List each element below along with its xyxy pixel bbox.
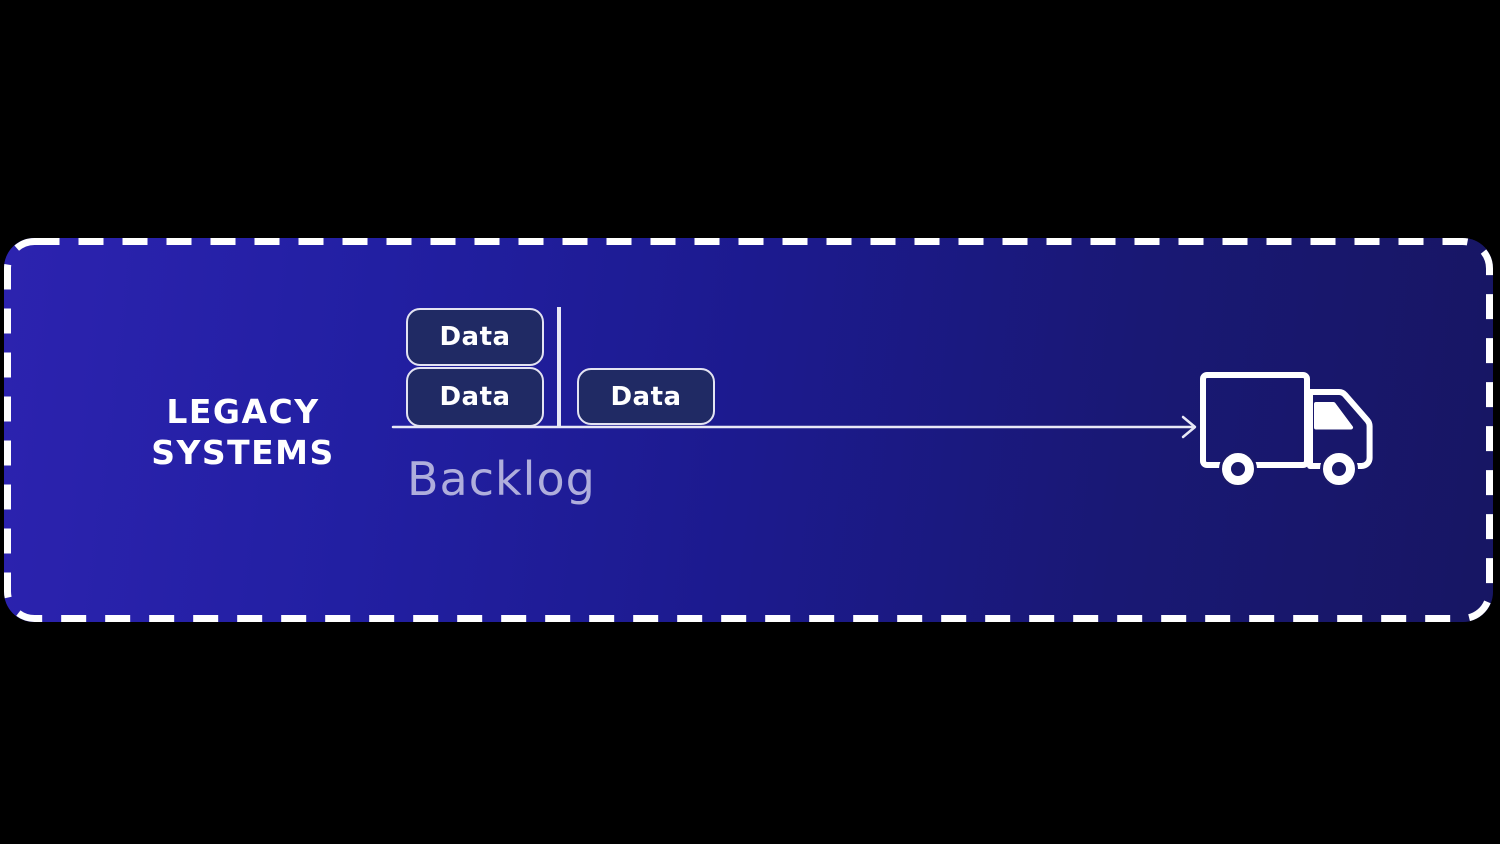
data-box-3-label: Data	[610, 381, 682, 412]
flow-arrow-icon	[391, 415, 1197, 439]
legacy-systems-label: LEGACY SYSTEMS	[123, 391, 363, 473]
legacy-systems-label-line2: SYSTEMS	[151, 433, 335, 472]
legacy-systems-panel	[4, 238, 1493, 622]
data-box-2-label: Data	[439, 382, 511, 412]
data-box-3: Data	[577, 368, 715, 425]
data-box-1: Data	[406, 308, 544, 366]
backlog-label: Backlog	[407, 452, 596, 506]
delivery-truck-icon	[1200, 372, 1373, 488]
data-box-2: Data	[406, 367, 544, 427]
data-box-1-label: Data	[439, 322, 511, 352]
dashed-border	[4, 238, 1493, 622]
legacy-systems-label-line1: LEGACY	[166, 392, 320, 431]
backlog-separator-line	[557, 307, 561, 428]
